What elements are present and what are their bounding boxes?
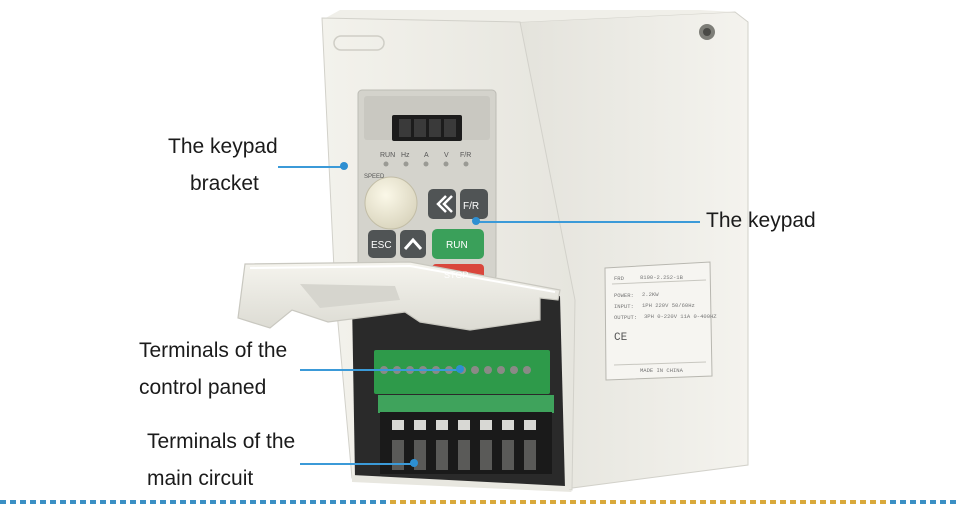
keypad-bracket-line xyxy=(278,166,342,168)
speed-knob xyxy=(364,176,418,230)
up-key xyxy=(400,230,426,258)
keypad-line1: The keypad xyxy=(706,209,816,232)
control-terminals-label: Terminals of the control paned xyxy=(139,332,287,406)
keypad-bracket-line1: The keypad xyxy=(168,135,278,158)
keypad-bracket-label: The keypad bracket xyxy=(168,128,278,202)
control-terminals-line1: Terminals of the xyxy=(139,339,288,362)
control-terminals-line xyxy=(300,369,458,371)
keypad-label: The keypad xyxy=(706,202,816,239)
esc-key xyxy=(368,230,396,258)
main-terminals-label: Terminals of the main circuit xyxy=(147,423,295,497)
rewind-key xyxy=(428,189,456,219)
main-terminals-line1: Terminals of the xyxy=(147,430,296,453)
control-terminals-line2: control paned xyxy=(139,376,267,399)
main-terminals-line xyxy=(300,463,412,465)
control-terminals-dot xyxy=(456,365,464,373)
keypad-bracket-line2: bracket xyxy=(190,172,259,195)
main-terminals-dot xyxy=(410,459,418,467)
keypad-dot xyxy=(472,217,480,225)
decorative-bottom-border xyxy=(0,499,960,505)
keypad-line xyxy=(478,221,700,223)
fr-key xyxy=(460,189,488,219)
keypad-bracket-dot xyxy=(340,162,348,170)
main-terminals-line2: main circuit xyxy=(147,467,254,490)
run-key xyxy=(432,229,484,259)
nameplate xyxy=(604,261,713,381)
